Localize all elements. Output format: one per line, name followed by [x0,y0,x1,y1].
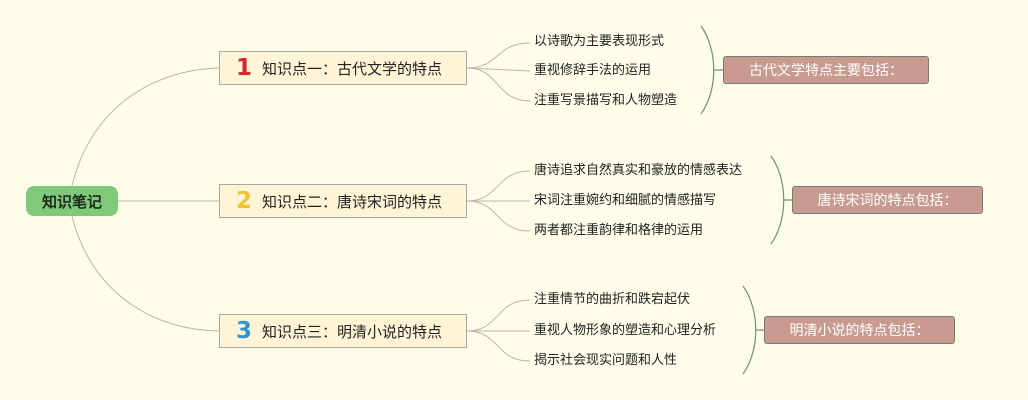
link-topic-1-leaf-1 [466,42,531,69]
link-root-topic-1 [71,67,220,187]
leaf-item-1-2[interactable]: 重视修辞手法的运用 [534,63,652,78]
topic-node-1[interactable]: 1 知识点一：古代文学的特点 [219,51,467,85]
leaf-item-3-1[interactable]: 注重情节的曲折和跌宕起伏 [534,292,691,307]
root-node[interactable]: 知识笔记 [26,186,118,216]
topic-label-1: 知识点一：古代文学的特点 [262,59,443,78]
link-topic-2-leaf-3 [466,200,531,232]
link-topic-1-leaf-3 [466,67,531,102]
number-badge-3: 3 [235,317,252,344]
leaf-item-2-2[interactable]: 宋词注重婉约和细腻的情感描写 [534,193,717,208]
topic-label-3: 知识点三：明清小说的特点 [262,322,443,341]
leaf-item-3-3[interactable]: 揭示社会现实问题和人性 [534,353,678,368]
summary-bracket-3 [742,285,757,375]
summary-label-2: 唐诗宋词的特点包括： [817,193,958,209]
link-root-topic-3 [71,215,220,332]
topic-node-3[interactable]: 3 知识点三：明清小说的特点 [219,314,467,348]
topic-node-2[interactable]: 2 知识点二：唐诗宋词的特点 [219,184,467,218]
leaf-item-1-1[interactable]: 以诗歌为主要表现形式 [534,34,665,49]
topic-label-2: 知识点二：唐诗宋词的特点 [262,192,443,211]
number-badge-2: 2 [235,187,252,214]
summary-node-2[interactable]: 唐诗宋词的特点包括： [792,186,983,214]
leaf-item-1-3[interactable]: 注重写景描写和人物塑造 [534,93,678,108]
summary-node-1[interactable]: 古代文学特点主要包括： [723,56,929,84]
leaf-item-2-1[interactable]: 唐诗追求自然真实和豪放的情感表达 [534,163,743,178]
summary-label-1: 古代文学特点主要包括： [749,63,903,79]
summary-bracket-1 [700,25,715,115]
summary-bracket-2 [770,155,785,245]
number-badge-1: 1 [235,54,252,81]
summary-label-3: 明清小说的特点包括： [789,323,930,339]
link-topic-3-leaf-1 [466,299,531,332]
link-topic-3-leaf-3 [466,330,531,362]
root-label: 知识笔记 [41,192,102,211]
leaf-item-2-3[interactable]: 两者都注重韵律和格律的运用 [534,223,704,238]
link-topic-1-leaf-2 [466,67,531,72]
link-topic-2-leaf-1 [466,170,531,202]
summary-node-3[interactable]: 明清小说的特点包括： [764,316,955,344]
leaf-item-3-2[interactable]: 重视人物形象的塑造和心理分析 [534,323,717,338]
